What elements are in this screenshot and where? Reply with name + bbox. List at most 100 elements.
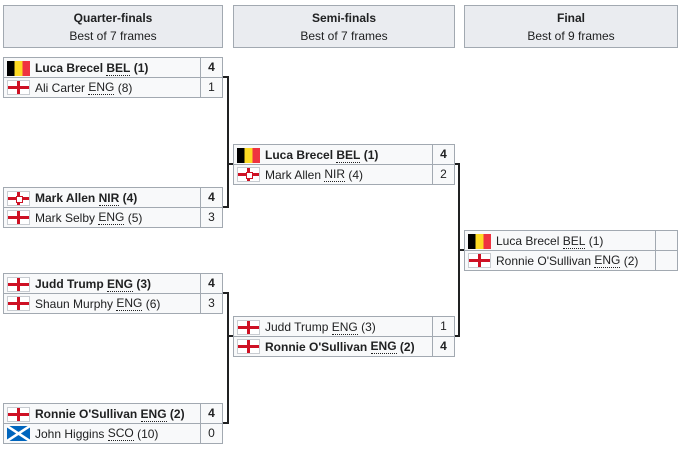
seed: (2) bbox=[623, 253, 639, 268]
bracket-line bbox=[455, 163, 460, 165]
seed: (4) bbox=[348, 167, 364, 182]
match-row: Luca Brecel BEL (1) 4 bbox=[233, 144, 455, 165]
player-cell: Luca Brecel BEL (1) bbox=[233, 144, 432, 165]
match-row: Ali Carter ENG (8) 1 bbox=[3, 77, 223, 98]
score-cell: 4 bbox=[432, 336, 455, 357]
score-cell: 4 bbox=[200, 273, 223, 294]
country-code: ENG bbox=[594, 253, 621, 268]
country-code: ENG bbox=[107, 276, 134, 292]
country-code: NIR bbox=[98, 190, 120, 206]
seed: (10) bbox=[137, 426, 159, 441]
match-row: Mark Allen NIR (4) 2 bbox=[233, 164, 455, 185]
england-flag-icon bbox=[468, 253, 491, 268]
player-cell: John Higgins SCO (10) bbox=[3, 423, 200, 444]
round-header-quarter-finals: Quarter-finals Best of 7 frames bbox=[3, 5, 223, 48]
england-flag-icon bbox=[7, 80, 30, 95]
northern-ireland-flag-icon bbox=[237, 167, 260, 182]
seed: (1) bbox=[133, 61, 149, 75]
player-name-link[interactable]: Luca Brecel bbox=[265, 148, 334, 162]
round-format: Best of 7 frames bbox=[69, 29, 157, 43]
player-name-link[interactable]: Mark Allen bbox=[35, 191, 96, 205]
player-cell: Shaun Murphy ENG (6) bbox=[3, 293, 200, 314]
player-cell: Judd Trump ENG (3) bbox=[233, 316, 432, 337]
match-row: John Higgins SCO (10) 0 bbox=[3, 423, 223, 444]
seed: (6) bbox=[145, 296, 161, 311]
country-code: SCO bbox=[107, 426, 134, 441]
score-cell bbox=[655, 250, 678, 271]
score-cell: 4 bbox=[200, 57, 223, 78]
score-cell: 2 bbox=[432, 164, 455, 185]
scotland-flag-icon bbox=[7, 426, 30, 441]
england-flag-icon bbox=[7, 406, 30, 422]
seed: (5) bbox=[127, 210, 143, 225]
seed: (3) bbox=[361, 320, 376, 334]
player-cell: Ali Carter ENG (8) bbox=[3, 77, 200, 98]
score-cell: 4 bbox=[432, 144, 455, 165]
player-name-link[interactable]: Ali Carter bbox=[35, 80, 86, 95]
match-row: Luca Brecel BEL (1) bbox=[464, 230, 678, 251]
match-row: Mark Selby ENG (5) 3 bbox=[3, 207, 223, 228]
player-cell: Mark Selby ENG (5) bbox=[3, 207, 200, 228]
player-name-link[interactable]: Ronnie O'Sullivan bbox=[265, 339, 368, 354]
seed: (4) bbox=[122, 191, 138, 205]
seed: (3) bbox=[136, 277, 152, 291]
country-code: ENG bbox=[98, 210, 125, 225]
score-cell: 3 bbox=[200, 207, 223, 228]
match-row: Luca Brecel BEL (1) 4 bbox=[3, 57, 223, 78]
player-cell: Luca Brecel BEL (1) bbox=[464, 230, 655, 251]
country-code: ENG bbox=[331, 319, 358, 335]
match-row: Ronnie O'Sullivan ENG (2) 4 bbox=[233, 336, 455, 357]
country-code: BEL bbox=[562, 233, 586, 249]
bracket-line bbox=[455, 335, 460, 337]
country-code: BEL bbox=[106, 60, 131, 76]
match-row: Judd Trump ENG (3) 4 bbox=[3, 273, 223, 294]
player-name-link[interactable]: Judd Trump bbox=[265, 320, 329, 334]
player-name-link[interactable]: Shaun Murphy bbox=[35, 296, 114, 311]
seed: (8) bbox=[117, 80, 133, 95]
country-code: BEL bbox=[336, 147, 361, 163]
score-cell: 0 bbox=[200, 423, 223, 444]
bracket-line bbox=[227, 292, 229, 424]
bracket-line bbox=[227, 76, 229, 208]
player-cell: Ronnie O'Sullivan ENG (2) bbox=[3, 403, 200, 424]
score-cell: 1 bbox=[432, 316, 455, 337]
player-cell: Ronnie O'Sullivan ENG (2) bbox=[233, 336, 432, 357]
score-cell bbox=[655, 230, 678, 251]
bracket-line bbox=[223, 206, 229, 208]
player-cell: Mark Allen NIR (4) bbox=[233, 164, 432, 185]
round-header-semi-finals: Semi-finals Best of 7 frames bbox=[233, 5, 455, 48]
bracket-line bbox=[223, 76, 229, 78]
round-title: Final bbox=[556, 11, 585, 25]
country-code: ENG bbox=[370, 339, 397, 354]
player-name-link[interactable]: Mark Allen bbox=[265, 167, 322, 182]
seed: (2) bbox=[399, 339, 415, 354]
score-cell: 3 bbox=[200, 293, 223, 314]
player-name-link[interactable]: Mark Selby bbox=[35, 210, 96, 225]
country-code: ENG bbox=[88, 80, 115, 95]
northern-ireland-flag-icon bbox=[7, 190, 30, 206]
player-name-link[interactable]: John Higgins bbox=[35, 426, 105, 441]
round-format: Best of 7 frames bbox=[300, 29, 388, 43]
player-name-link[interactable]: Ronnie O'Sullivan bbox=[496, 253, 592, 268]
match-row: Ronnie O'Sullivan ENG (2) 4 bbox=[3, 403, 223, 424]
score-cell: 4 bbox=[200, 403, 223, 424]
player-name-link[interactable]: Luca Brecel bbox=[35, 61, 104, 75]
bracket-line bbox=[458, 249, 464, 251]
england-flag-icon bbox=[237, 339, 260, 354]
player-name-link[interactable]: Judd Trump bbox=[35, 277, 104, 291]
bracket-line bbox=[223, 422, 229, 424]
england-flag-icon bbox=[7, 276, 30, 292]
player-cell: Judd Trump ENG (3) bbox=[3, 273, 200, 294]
england-flag-icon bbox=[7, 296, 30, 311]
player-cell: Ronnie O'Sullivan ENG (2) bbox=[464, 250, 655, 271]
country-code: NIR bbox=[324, 167, 346, 182]
match-row: Mark Allen NIR (4) 4 bbox=[3, 187, 223, 208]
england-flag-icon bbox=[7, 210, 30, 225]
player-name-link[interactable]: Ronnie O'Sullivan bbox=[35, 407, 138, 421]
match-row: Shaun Murphy ENG (6) 3 bbox=[3, 293, 223, 314]
belgium-flag-icon bbox=[7, 60, 30, 76]
round-header-final: Final Best of 9 frames bbox=[464, 5, 678, 48]
match-row: Judd Trump ENG (3) 1 bbox=[233, 316, 455, 337]
player-name-link[interactable]: Luca Brecel bbox=[496, 234, 560, 248]
bracket-line bbox=[227, 335, 233, 337]
